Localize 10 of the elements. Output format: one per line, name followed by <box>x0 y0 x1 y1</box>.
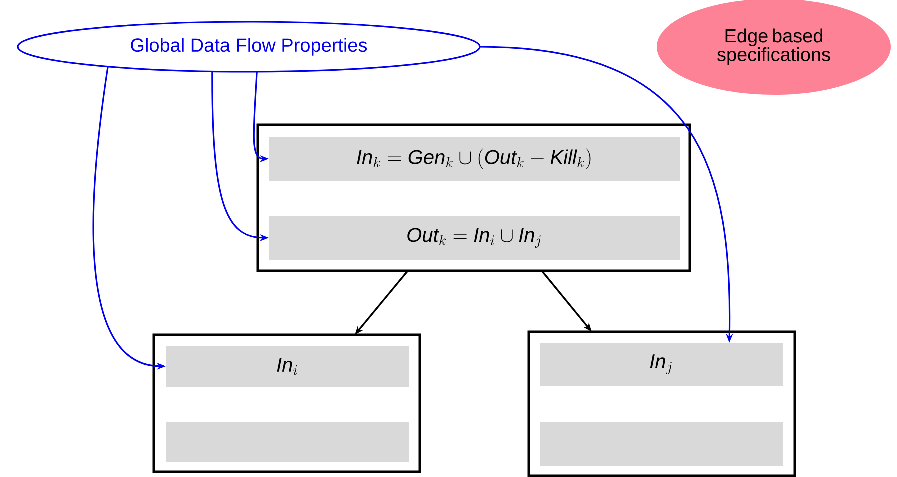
table-row <box>166 422 409 462</box>
frame-box <box>256 124 692 272</box>
table-row: $\mathit{In}_k = \mathit{Gen}_k \cup (\mathit{Out}_k - \mathit{Kill}_k)$ <box>269 137 680 181</box>
ellipse-node: Global Data Flow Properties <box>17 21 481 73</box>
frame-box <box>528 330 796 477</box>
table-row <box>540 422 783 466</box>
table-row: $\mathit{Out}_k = \mathit{In}_i \cup \mathit{In}_j$ <box>269 216 680 260</box>
frame-box <box>152 334 422 474</box>
table-row: $\mathit{In}_j$ <box>540 343 783 386</box>
table-row: $\mathit{In}_i$ <box>166 346 409 387</box>
